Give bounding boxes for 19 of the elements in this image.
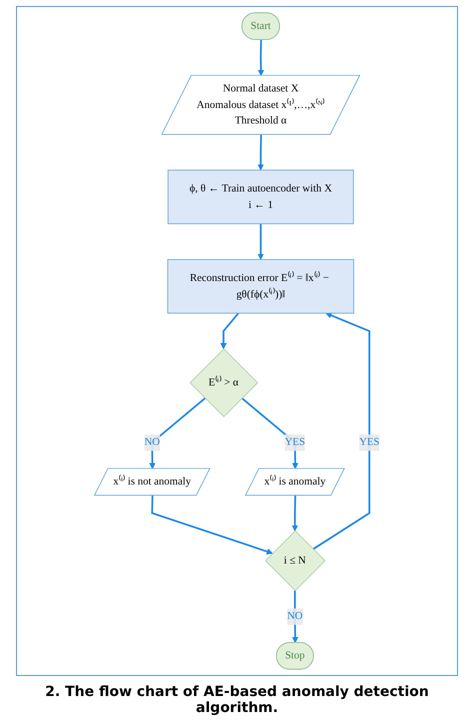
edge-label: NO xyxy=(287,610,303,622)
arrow xyxy=(292,590,298,644)
node-box: Reconstruction error E⁽ⁱ⁾ = ‖x⁽ⁱ⁾ − gθ(fϕ(x⁽ⁱ⁾))‖ xyxy=(167,259,354,314)
node-diamond: E⁽ⁱ⁾ > α xyxy=(190,348,258,418)
arrow xyxy=(258,134,264,170)
node-diamond: i ≤ N xyxy=(265,530,326,592)
arrow xyxy=(241,397,298,470)
arrow xyxy=(292,496,298,532)
arrow xyxy=(258,224,264,260)
node-box: ϕ, θ ← Train autoencoder with X i ← 1 xyxy=(168,170,354,224)
arrow xyxy=(149,397,206,470)
edge-label: YES xyxy=(284,436,306,448)
caption: 2. The flow chart of AE-based anomaly detection algorithm. xyxy=(44,684,430,716)
edge-label: YES xyxy=(359,436,380,448)
arrow xyxy=(258,40,264,76)
arrow xyxy=(312,312,370,550)
arrow xyxy=(151,496,273,555)
edge-label: NO xyxy=(144,436,160,448)
arrow xyxy=(220,312,240,350)
